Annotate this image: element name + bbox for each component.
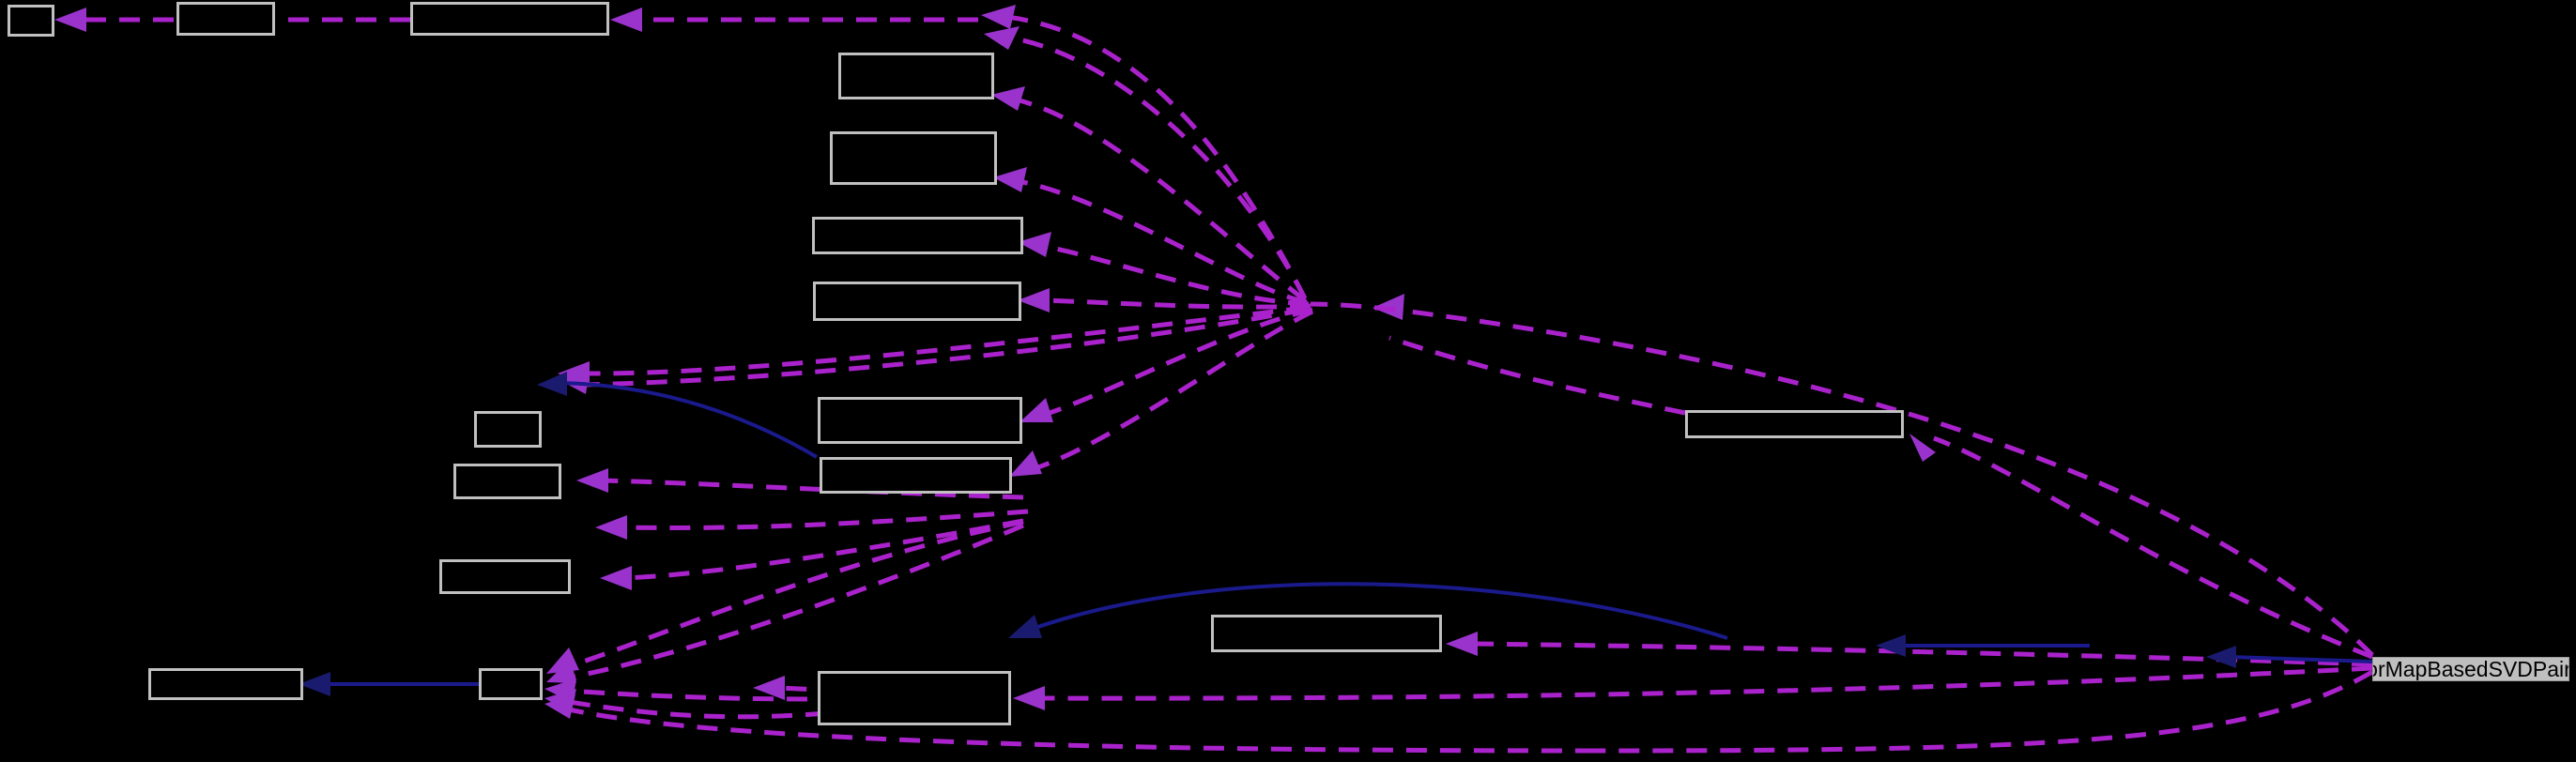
edge-n17-to-n16 (1909, 434, 2373, 660)
graph-node[interactable] (812, 217, 1023, 254)
graph-node[interactable] (820, 457, 1012, 494)
graph-node[interactable] (176, 2, 275, 36)
edge-hub-to-n7 (1020, 307, 1313, 422)
edge-n17-to-n15 (1446, 632, 2373, 667)
graph-node[interactable] (1211, 615, 1442, 652)
graph-node[interactable] (813, 282, 1021, 321)
edge-hub-to-n6 (1018, 288, 1311, 312)
graph-node-label: SectorMapBasedSVDPairFilter (2373, 657, 2568, 681)
edge-hub-to-n8 (1009, 309, 1314, 477)
edge-n16-left-out (1388, 335, 1686, 416)
edge-fan-e (544, 694, 1597, 754)
edge-hub-to-topA (984, 26, 1308, 300)
edge-n15-solid-left (1008, 582, 1728, 640)
edge-fan-b (546, 523, 1024, 683)
edge-to-n10 (576, 468, 1024, 500)
graph-node[interactable] (838, 53, 994, 99)
graph-node[interactable] (1685, 410, 1904, 438)
edge-to-midfree (595, 509, 1029, 540)
graph-node[interactable] (8, 5, 54, 37)
graph-node[interactable] (818, 397, 1022, 444)
graph-node[interactable] (830, 131, 997, 185)
graph-node-highlighted[interactable]: SectorMapBasedSVDPairFilter (2372, 657, 2569, 681)
edge-hub-to-n2 (981, 5, 1308, 300)
graph-node[interactable] (148, 668, 303, 700)
edge-hub-to-n5 (1018, 232, 1310, 307)
graph-node[interactable] (439, 559, 571, 594)
edge-hub-to-n3 (991, 86, 1307, 302)
edge-blue-n17-left (2206, 646, 2373, 668)
graph-node[interactable] (818, 671, 1011, 725)
edge-n17-to-hub (1372, 294, 2374, 657)
edge-n13-to-n12 (299, 672, 479, 696)
graph-node[interactable] (410, 2, 609, 36)
graph-node[interactable] (479, 668, 543, 700)
edge-solid-to-n9 (537, 372, 819, 459)
graph-node[interactable] (474, 411, 542, 448)
edge-blue-mid-right (1876, 634, 2090, 657)
edge-hub-to-n4 (993, 167, 1308, 305)
edge-n3-to-n2 (610, 8, 978, 32)
edge-to-n11 (600, 518, 1024, 590)
edge-n2-to-n1 (54, 8, 410, 32)
edge-n17-to-n14 (1013, 665, 2373, 710)
graph-node[interactable] (453, 464, 561, 499)
edge-hub-extra-up (1310, 301, 1396, 312)
edge-fan-a (546, 519, 1024, 674)
